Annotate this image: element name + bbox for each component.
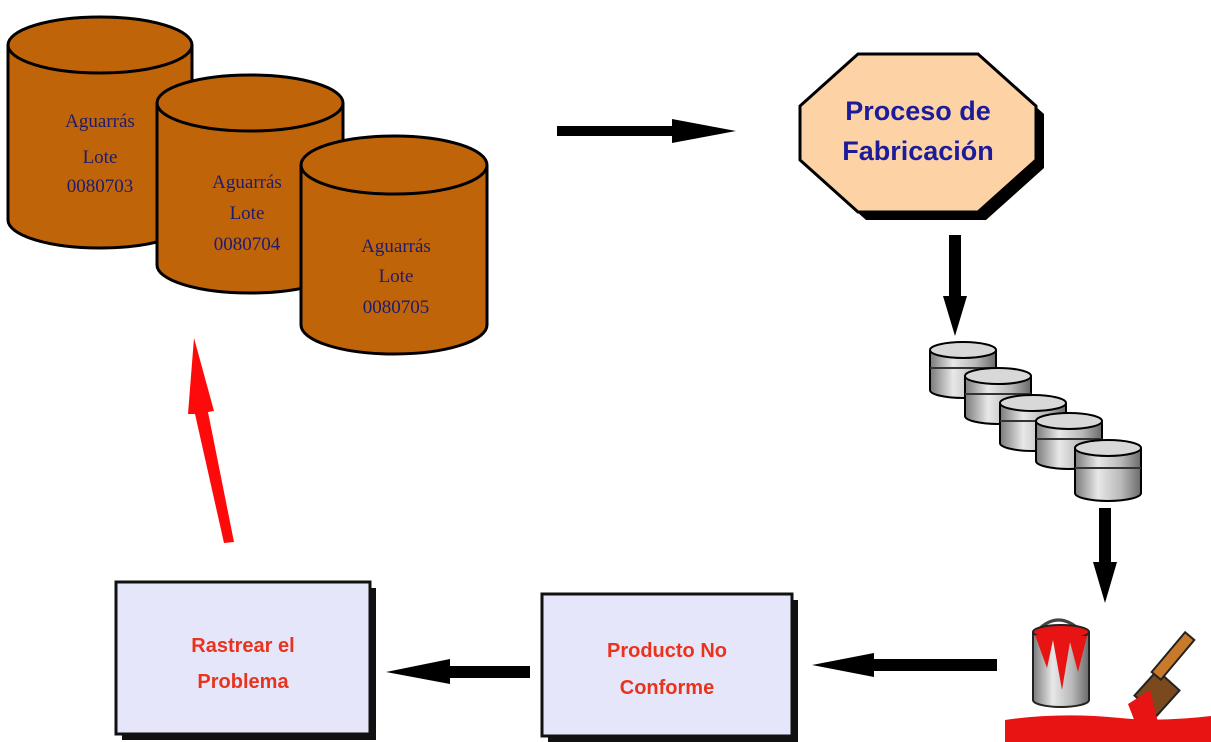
process-title-line1: Proceso de bbox=[845, 96, 991, 126]
drum-lot-label: Lote bbox=[230, 203, 265, 224]
trace-box: Rastrear el Problema bbox=[114, 580, 376, 740]
drum-lot-number: 0080704 bbox=[214, 234, 281, 255]
drum-lot-number: 0080705 bbox=[363, 297, 430, 318]
arrow-to-containers bbox=[943, 235, 967, 336]
arrow-to-process bbox=[557, 119, 736, 143]
paint-brush-icon bbox=[1005, 630, 1211, 742]
process-octagon: Proceso de Fabricación bbox=[798, 52, 1044, 220]
drum-lot-0080704: Aguarrás Lote 0080704 bbox=[155, 73, 345, 295]
arrow-to-nonconforming bbox=[812, 653, 997, 677]
drum-name: Aguarrás bbox=[212, 172, 282, 193]
arrow-trace-back bbox=[188, 338, 234, 543]
nonconforming-box: Producto No Conforme bbox=[540, 592, 798, 742]
drum-lot-0080705: Aguarrás Lote 0080705 bbox=[299, 134, 489, 356]
drum-lot-number: 0080703 bbox=[67, 176, 134, 197]
drum-name: Aguarrás bbox=[361, 236, 431, 257]
small-drum-icon bbox=[1074, 439, 1142, 502]
trace-line2: Problema bbox=[197, 671, 289, 693]
process-title-line2: Fabricación bbox=[842, 136, 994, 166]
paint-can-icon bbox=[1032, 618, 1090, 708]
arrow-to-paint bbox=[1093, 508, 1117, 603]
arrow-to-trace bbox=[386, 659, 530, 684]
drum-name: Aguarrás bbox=[65, 111, 135, 132]
drum-lot-label: Lote bbox=[83, 147, 118, 168]
drum-lot-0080703: Aguarrás Lote 0080703 bbox=[6, 15, 194, 250]
nonconforming-line2: Conforme bbox=[620, 677, 714, 699]
trace-line1: Rastrear el bbox=[191, 635, 294, 657]
drum-lot-label: Lote bbox=[379, 266, 414, 287]
nonconforming-line1: Producto No bbox=[607, 640, 727, 662]
